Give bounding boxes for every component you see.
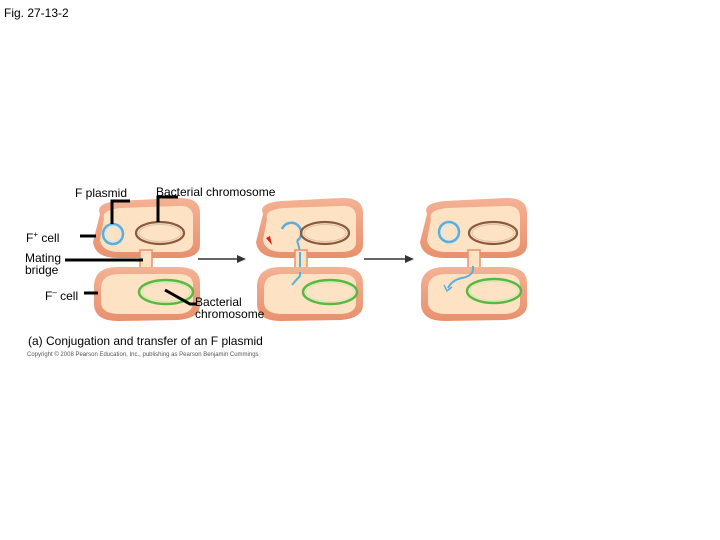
figure-caption: (a) Conjugation and transfer of an F pla…	[28, 334, 263, 348]
chromosome-fminus-stage-1	[137, 278, 195, 306]
f-minus-cell-label: F– cell	[45, 288, 78, 303]
f-minus-sign: –	[52, 288, 57, 297]
leader-chromosome-top	[156, 195, 178, 222]
copyright-notice: Copyright © 2008 Pearson Education, Inc.…	[27, 352, 259, 358]
f-plus-base: F	[26, 231, 34, 245]
chromosome-fplus-stage-3	[467, 220, 519, 246]
leader-lines	[65, 195, 196, 306]
process-arrow-1	[198, 255, 246, 263]
bacterial-chromosome-label-bottom: Bacterial chromosome	[195, 295, 265, 321]
rolling-circle-arrow	[266, 236, 272, 245]
stage-3	[420, 197, 527, 321]
transferred-strand-stage-3	[447, 266, 474, 289]
f-plasmid-label: F plasmid	[75, 186, 128, 200]
leader-chromosome-bottom	[164, 288, 196, 306]
leader-f-plasmid	[110, 199, 130, 224]
chromosome-fplus-stage-1	[134, 220, 186, 246]
bacterial-chromosome-label-top: Bacterial chromosome	[156, 185, 276, 199]
f-minus-base: F	[45, 289, 53, 303]
stage-1	[93, 197, 200, 321]
f-plus-cell-word: cell	[38, 231, 60, 245]
chromosome-fplus-stage-2	[299, 220, 351, 246]
figure-title: Fig. 27-13-2	[4, 6, 69, 20]
chromosome-fminus-stage-2	[301, 278, 359, 306]
f-plus-cell-label: F+ cell	[26, 230, 59, 245]
f-plasmid-stage-2	[280, 221, 303, 243]
f-plasmid-stage-3	[437, 220, 461, 244]
chromosome-fminus-stage-3	[465, 277, 523, 305]
stage-2	[256, 197, 363, 321]
mating-bridge-label: Mating bridge	[25, 251, 62, 277]
f-minus-cell-word: cell	[56, 289, 79, 303]
f-plus-sign: +	[33, 230, 39, 239]
process-arrow-2	[364, 255, 414, 263]
